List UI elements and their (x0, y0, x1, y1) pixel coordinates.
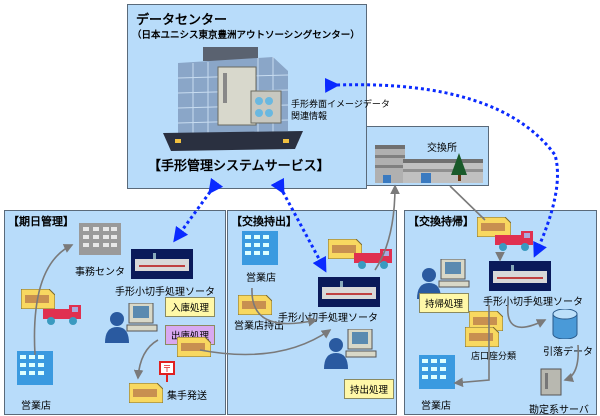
accounting-server-icon (540, 368, 562, 396)
truck-icon (495, 231, 533, 251)
related-info-label: 関連情報 (291, 112, 328, 122)
sorter-machine-icon (489, 261, 551, 291)
bill-document-icon (238, 295, 272, 315)
branch-label: 営業店 (21, 401, 51, 412)
sorter-machine-icon (131, 249, 193, 279)
truck-icon (354, 249, 392, 269)
datacenter-subtitle: （日本ユニシス東京豊洲アウトソーシングセンター） (132, 30, 360, 41)
debit-data-label: 引落データ (543, 347, 593, 358)
exchange-return-title: 【交換持帰】 (408, 215, 474, 228)
bill-document-icon (177, 337, 211, 357)
branch-label: 営業店 (246, 273, 276, 284)
collection-send-label: 集手発送 (167, 391, 207, 402)
exchange-out-title: 【交換持出】 (231, 215, 297, 228)
branch-building-icon (242, 231, 278, 265)
sorter-label: 手形小切手処理ソータ (278, 313, 378, 324)
bill-document-icon (465, 327, 499, 347)
branch-account-sort-label: 店口座分類 (471, 352, 517, 362)
sorter-label: 手形小切手処理ソータ (115, 287, 215, 298)
clearing-house-label: 交換所 (427, 143, 457, 154)
due-date-title: 【期日管理】 (8, 215, 74, 228)
bill-document-icon (21, 289, 55, 309)
clearing-house-box: 交換所 (366, 126, 489, 186)
return-process-note: 持帰処理 (419, 293, 470, 313)
datacenter-building-icon (163, 47, 303, 151)
branch-out-label: 営業店持出 (234, 321, 284, 332)
sorter-machine-icon (318, 277, 380, 307)
branch-building-icon (17, 351, 53, 385)
inbound-process-note: 入庫処理 (165, 297, 216, 317)
operator-pc-icon (324, 329, 377, 369)
office-center-building-icon (79, 223, 121, 255)
datacenter-title: データセンター (136, 13, 228, 28)
out-process-note: 持出処理 (344, 379, 395, 399)
exchange-return-panel: 【交換持帰】 手形小切手処理ソータ 持帰処理 店口座分類 引落データ (404, 210, 597, 416)
operator-pc-icon (105, 303, 158, 343)
branch-building-icon (419, 355, 455, 389)
service-label: 【手形管理システムサービス】 (148, 159, 330, 174)
office-center-label: 事務センタ (75, 267, 125, 278)
svg-text:〒: 〒 (162, 365, 171, 375)
postbox-icon: 〒 (159, 361, 175, 382)
due-date-panel: 【期日管理】 事務センタ 手形小切手処理ソータ 入庫処理 出庫処理 (4, 210, 226, 415)
branch-label: 営業店 (421, 401, 451, 412)
sorter-label: 手形小切手処理ソータ (483, 297, 583, 308)
bill-document-icon (129, 383, 163, 403)
accounting-server-label: 勘定系サーバ (529, 405, 589, 416)
exchange-out-panel: 【交換持出】 営業店 営業店持出 手形小切手処理ソータ 持出処理 (227, 210, 397, 415)
datacenter-panel: データセンター （日本ユニシス東京豊洲アウトソーシングセンター） 手形券面イメー… (127, 4, 390, 189)
database-icon (552, 309, 578, 339)
